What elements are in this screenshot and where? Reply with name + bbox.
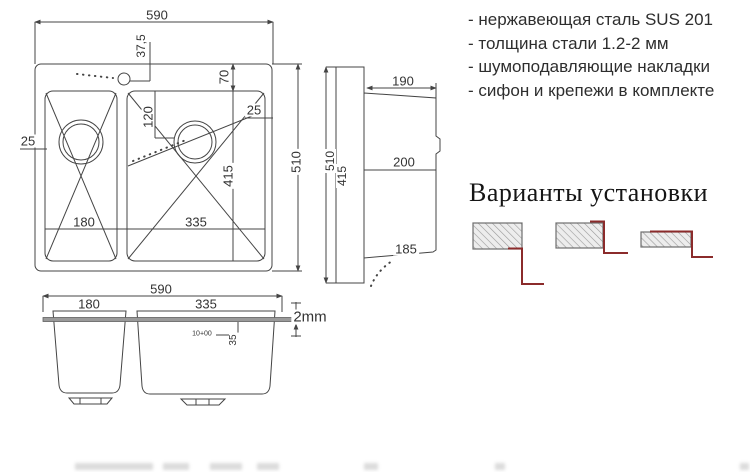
installation-options-title: Варианты установки	[469, 178, 709, 207]
dim-frontview-rim-thickness: 2mm	[291, 308, 329, 326]
watermark-artifact	[740, 463, 749, 470]
dim-frontview-note: 10+00	[191, 330, 213, 338]
feature-item-thickness: - толщина стали 1.2-2 мм	[468, 33, 669, 53]
feature-item-noise-pads: - шумоподавляющие накладки	[468, 57, 711, 76]
install-option-overmount	[640, 230, 713, 258]
watermark-artifact	[75, 463, 153, 470]
dim-topview-bowl2-width: 335	[183, 214, 209, 230]
dim-sideview-width-top: 190	[390, 73, 416, 89]
dim-topview-bowls-depth: 415	[220, 163, 236, 189]
watermark-artifact	[495, 463, 505, 470]
feature-item-steel: - нержавеющая сталь SUS 201	[468, 10, 714, 29]
dim-sideview-width-bottom: 185	[393, 241, 419, 257]
installation-options-diagrams	[472, 220, 713, 285]
dim-topview-depth: 510	[288, 149, 304, 175]
dim-frontview-bowl2-width: 335	[193, 296, 219, 312]
feature-item-siphon: - сифон и крепежи в комплекте	[468, 80, 715, 100]
watermark-artifact	[210, 463, 242, 470]
install-option-flushmount	[555, 220, 628, 254]
install-option-undermount	[472, 222, 544, 285]
dim-topview-bowl1-width: 180	[71, 214, 97, 230]
dim-sideview-width-mid: 200	[391, 154, 417, 170]
dim-frontview-corner: 35	[228, 332, 239, 348]
dim-sideview-depth-inner: 415	[335, 163, 349, 189]
dim-frontview-width: 590	[148, 281, 174, 297]
dim-topview-faucet-offset: 37,5	[134, 32, 148, 60]
dim-topview-top-inset: 70	[216, 67, 232, 87]
dim-topview-width: 590	[144, 7, 170, 23]
dim-frontview-bowl1-width: 180	[76, 296, 102, 312]
watermark-artifact	[257, 463, 279, 470]
front-view-drawing	[42, 293, 301, 406]
watermark-artifact	[364, 463, 378, 470]
dim-topview-right-inset: 25	[244, 102, 264, 118]
dim-topview-drain-offset: 120	[140, 104, 156, 130]
feature-list: - нержавеющая сталь SUS 201 - толщина ст…	[468, 8, 748, 102]
top-view-drawing	[20, 19, 302, 272]
dim-topview-left-inset: 25	[18, 133, 38, 149]
watermark-artifact	[163, 463, 189, 470]
